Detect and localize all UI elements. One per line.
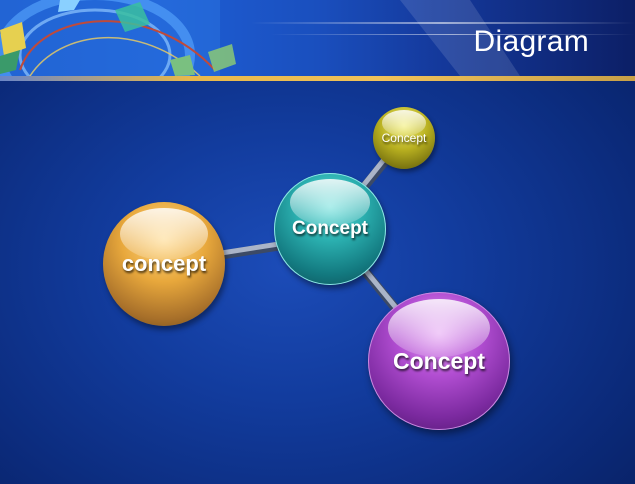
slide-title: Diagram	[473, 25, 589, 58]
header-banner: Diagram	[0, 0, 635, 76]
concept-label: concept	[121, 251, 207, 276]
concept-node-center: Concept	[274, 173, 386, 285]
header-divider	[0, 76, 635, 81]
concept-label: Concept	[292, 218, 368, 239]
concept-label: Concept	[381, 131, 427, 145]
concept-node-top-right: Concept	[373, 107, 435, 169]
concept-label: Concept	[393, 347, 485, 374]
concept-node-left: concept	[103, 202, 225, 326]
header-decoration-graphic	[0, 0, 635, 76]
concept-node-bottom-right: Concept	[368, 292, 510, 430]
